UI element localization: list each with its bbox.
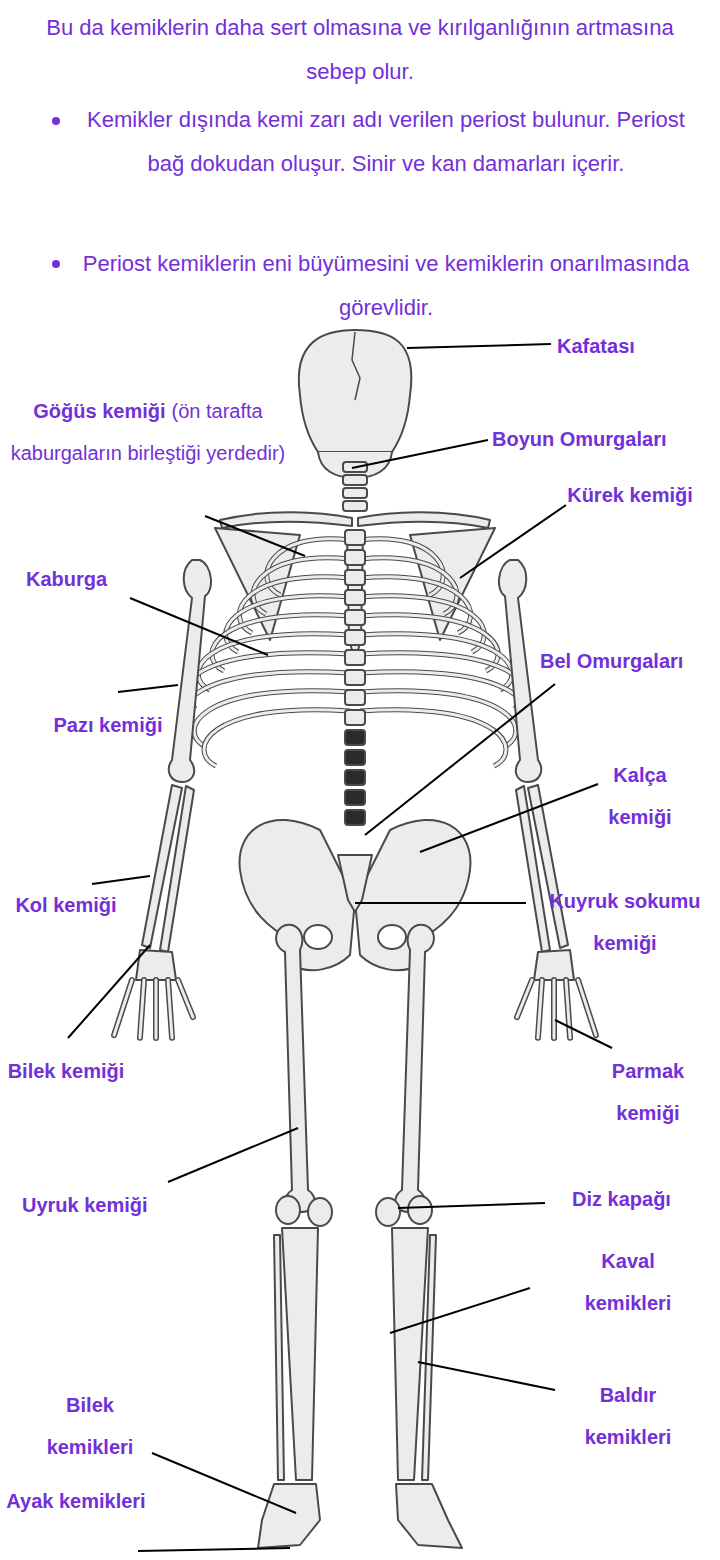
bullet-text: Periost kemiklerin eni büyümesini ve kem…: [68, 242, 704, 330]
label-group: Göğüs kemiği(ön tarafta kaburgaların bir…: [0, 390, 296, 474]
leader-lines: [68, 344, 612, 1551]
part-label: Kol kemiği: [6, 884, 126, 926]
part-label: Kaburga: [26, 558, 166, 600]
part-label: Kaval kemikleri: [558, 1240, 698, 1324]
part-label: Baldır kemikleri: [558, 1374, 698, 1458]
part-label: Kalça kemiği: [580, 754, 700, 838]
intro-text: Bu da kemiklerin daha sert olmasına ve k…: [30, 6, 690, 94]
part-label: Göğüs kemiği: [33, 400, 165, 422]
part-label: Diz kapağı: [572, 1178, 712, 1220]
part-label: Boyun Omurgaları: [492, 418, 717, 460]
bullets: [52, 117, 60, 268]
part-label: Bilek kemiği: [6, 1050, 126, 1092]
part-label: Kafatası: [557, 325, 707, 367]
part-label: Parmak kemiği: [588, 1050, 708, 1134]
part-label: Kürek kemiği: [565, 474, 695, 516]
part-label: Bilek kemikleri: [20, 1384, 160, 1468]
part-label: Pazı kemiği: [48, 704, 168, 746]
bones: [114, 330, 596, 1548]
part-label: Ayak kemikleri: [6, 1480, 146, 1522]
bullet-text: Kemikler dışında kemi zarı adı verilen p…: [68, 98, 704, 186]
part-label: Bel Omurgaları: [540, 640, 718, 682]
part-label: Kuyruk sokumu kemiği: [530, 880, 720, 964]
part-label: Uyruk kemiği: [22, 1184, 212, 1226]
